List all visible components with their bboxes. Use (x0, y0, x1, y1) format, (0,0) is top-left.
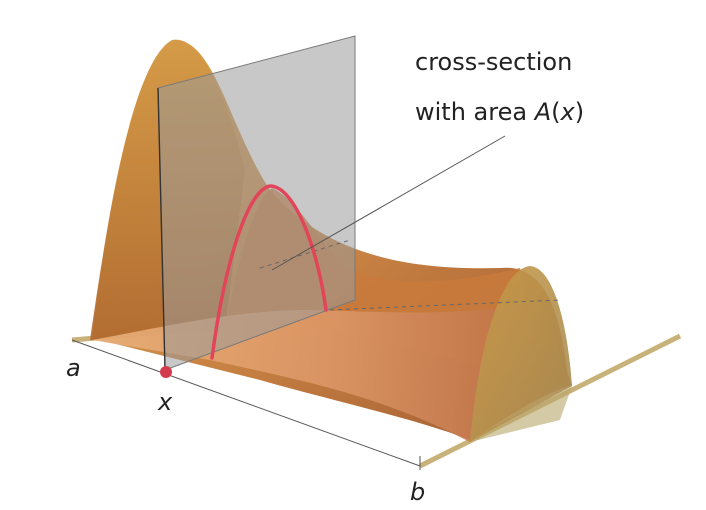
callout-paren-close: ) (575, 98, 584, 126)
callout-prefix: with area (415, 98, 535, 126)
cross-section-curve (210, 184, 328, 360)
callout-var: x (560, 98, 576, 126)
callout-leader (271, 135, 506, 271)
hidden-edge-2 (329, 299, 561, 311)
end-cap (470, 266, 572, 442)
callout-func: A (533, 98, 551, 126)
callout-line-2: with area A(x) (415, 98, 584, 126)
point-x (160, 366, 172, 378)
label-x: x (157, 388, 173, 416)
plane-edge-left (157, 87, 166, 371)
label-b: b (410, 478, 425, 506)
end-cap-lower (470, 386, 572, 442)
axis-a-to-b (71, 339, 421, 467)
callout-paren-open: ( (551, 98, 560, 126)
label-a: a (66, 354, 81, 382)
callout-line-1: cross-section (415, 48, 572, 76)
